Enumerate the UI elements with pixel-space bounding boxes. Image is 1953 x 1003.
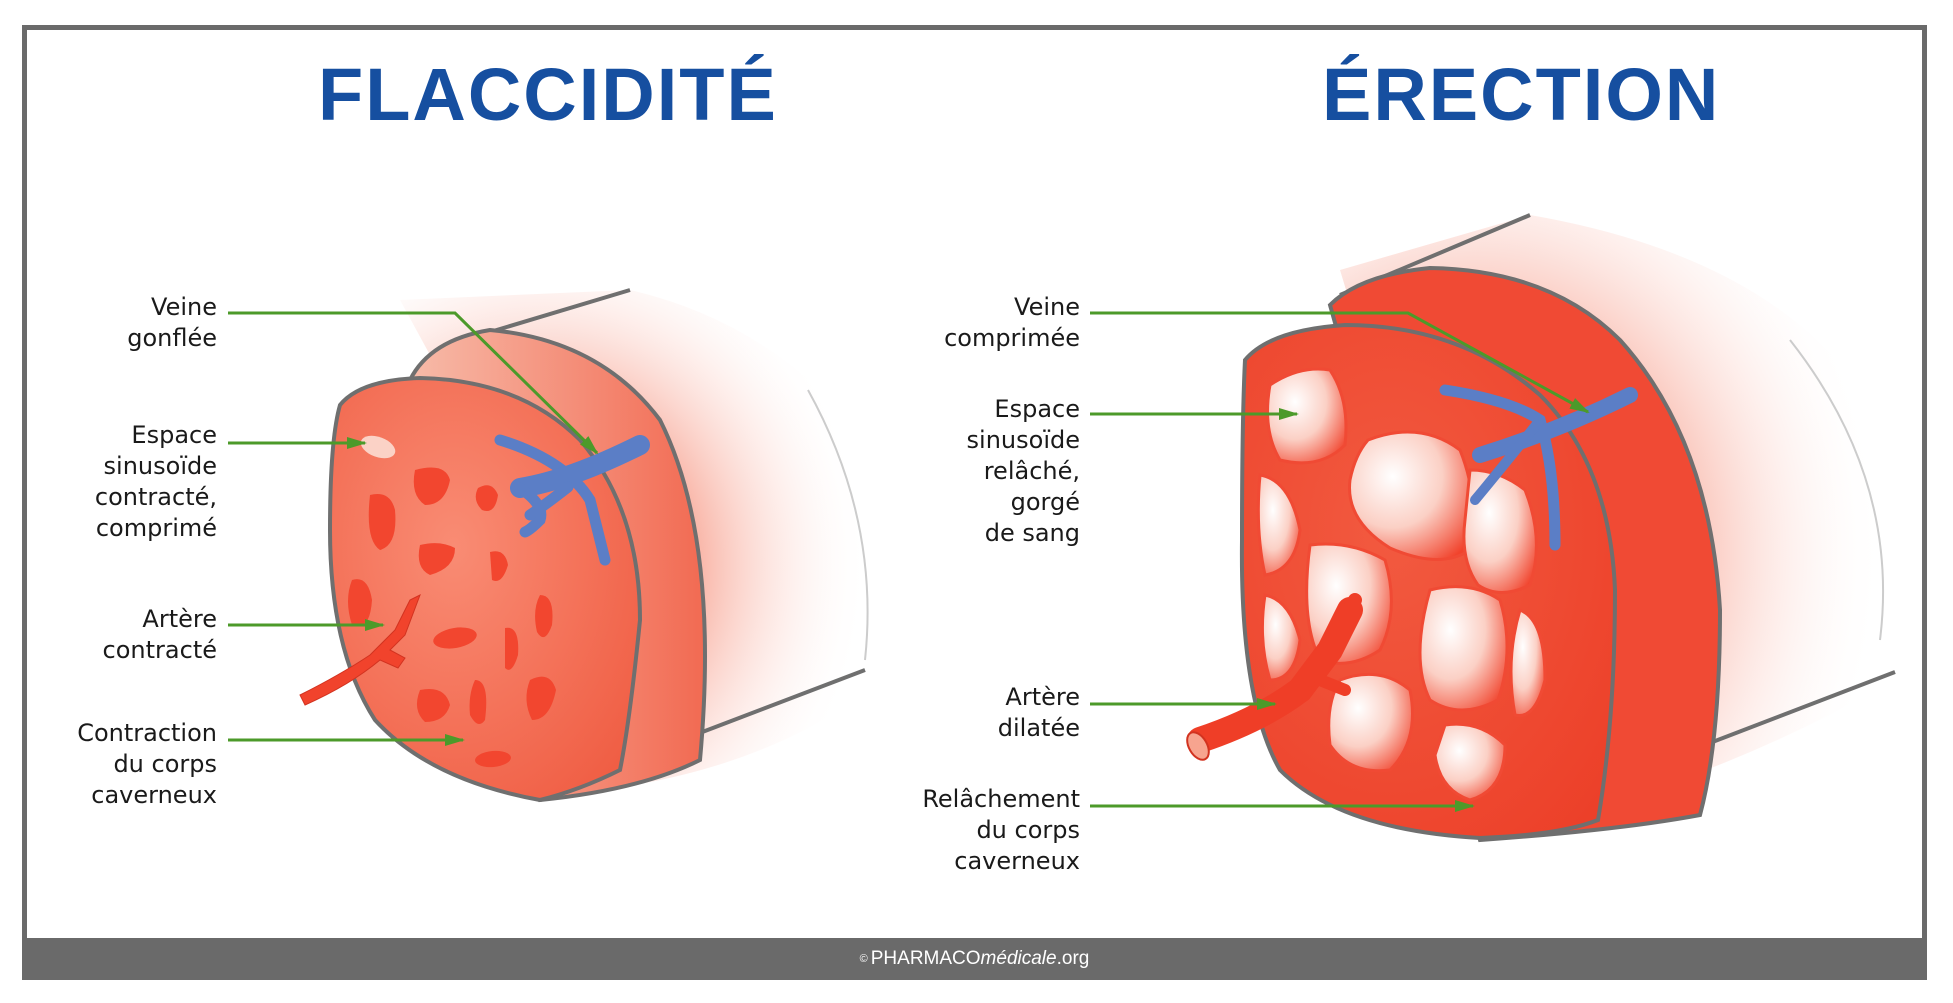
title-erection: ÉRECTION (1322, 53, 1721, 136)
footer-suffix: .org (1056, 948, 1090, 969)
label-right-artery: Artère dilatée (997, 683, 1080, 742)
flaccid-cross-section (299, 288, 870, 803)
pointer-arrows (228, 311, 1590, 812)
footer-brand: PHARMACO (870, 948, 981, 969)
left-artery (299, 593, 421, 706)
label-left-artery: Artère contracté (102, 605, 217, 664)
title-flaccidity: FLACCIDITÉ (318, 53, 778, 136)
footer-brand-italic: médicale (980, 948, 1057, 969)
label-right-body: Relâchement du corps caverneux (922, 785, 1080, 875)
left-vein (494, 434, 650, 566)
left-sinus-spaces (348, 435, 556, 768)
label-left-body: Contraction du corps caverneux (77, 719, 217, 809)
right-artery (1186, 593, 1363, 761)
left-skin-far-curve (807, 389, 869, 661)
label-right-sinus: Espace sinusoïde relâché, gorgé de sang (966, 395, 1080, 547)
label-left-sinus: Espace sinusoïde contracté, comprimé (94, 421, 217, 542)
arrow-right-vein (1090, 311, 1590, 414)
right-skin-far-curve (1789, 339, 1885, 641)
right-vein (1439, 384, 1638, 551)
arrow-left-vein (228, 311, 599, 455)
label-right-vein: Veine comprimée (944, 293, 1080, 352)
erection-cross-section (1186, 213, 1896, 843)
copyright-symbol: © (859, 953, 868, 965)
label-left-vein: Veine gonflée (127, 293, 217, 352)
